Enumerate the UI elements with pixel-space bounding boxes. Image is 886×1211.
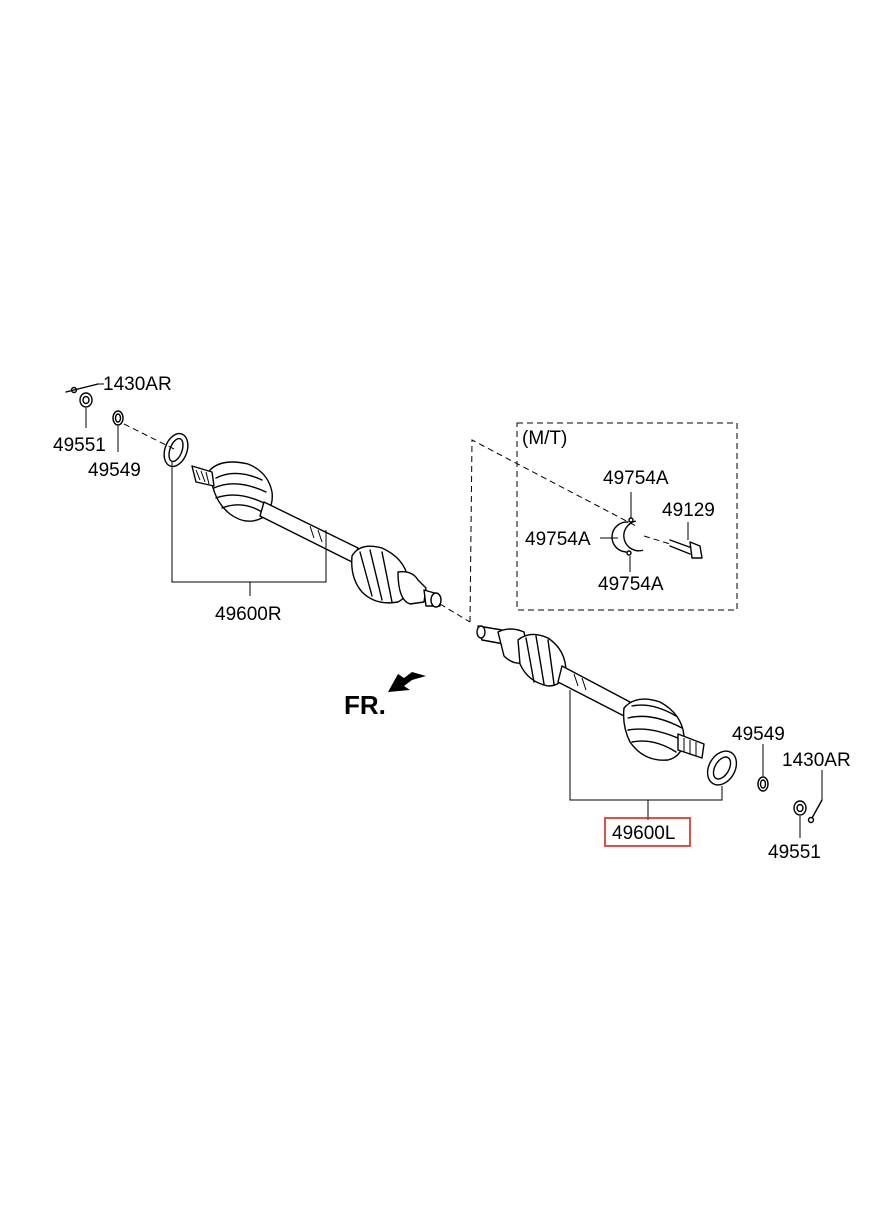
drive-shaft-right[interactable] — [160, 430, 442, 608]
circlip-part[interactable] — [611, 517, 644, 556]
label-mt-group: (M/T) — [522, 428, 567, 449]
label-clip-bottom: 49754A — [598, 574, 664, 595]
drive-shaft-left[interactable] — [476, 625, 742, 790]
washer-right[interactable] — [112, 410, 124, 426]
nut-left[interactable] — [793, 800, 807, 816]
label-pin-left: 1430AR — [782, 750, 851, 771]
label-clip-left: 49754A — [525, 529, 591, 550]
label-washer-right: 49549 — [88, 460, 141, 481]
label-front-marker: FR. — [344, 690, 386, 720]
label-bolt: 49129 — [662, 500, 715, 521]
nut-right[interactable] — [79, 392, 93, 408]
label-shaft-left[interactable]: 49600L — [612, 823, 675, 844]
label-clip-top: 49754A — [603, 468, 669, 489]
label-washer-left: 49549 — [732, 724, 785, 745]
bolt-part[interactable] — [669, 539, 703, 559]
pin-right[interactable] — [65, 383, 99, 394]
label-nut-right: 49551 — [53, 435, 106, 456]
highlight-box — [604, 817, 691, 847]
pin-left[interactable] — [807, 799, 823, 824]
label-pin-right: 1430AR — [103, 374, 172, 395]
mt-group-box — [516, 422, 738, 611]
washer-left[interactable] — [757, 776, 769, 792]
label-nut-left: 49551 — [768, 842, 821, 863]
front-arrow-icon — [388, 672, 426, 692]
label-shaft-right: 49600R — [215, 604, 282, 625]
